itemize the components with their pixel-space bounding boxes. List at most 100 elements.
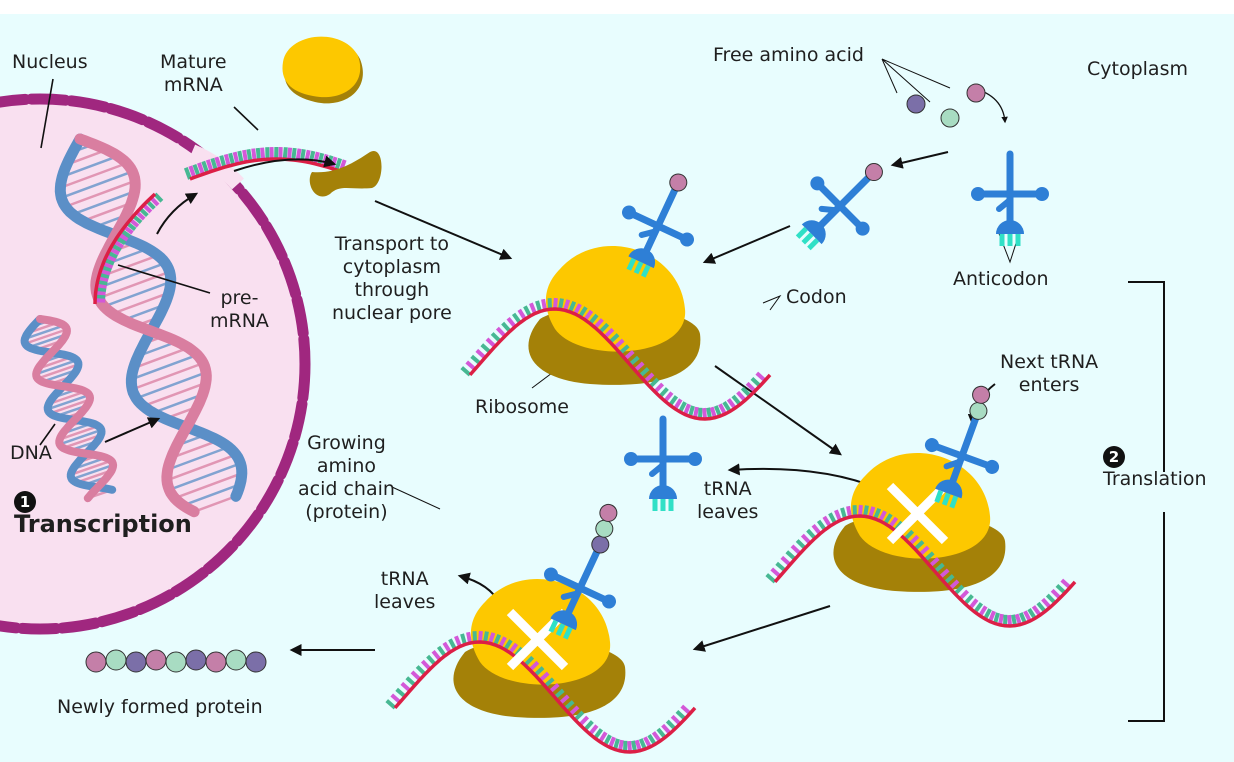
- nucleotide-base: [183, 167, 192, 180]
- nucleotide-base: [1055, 583, 1067, 595]
- arrow-trna-to-ribosome: [702, 225, 791, 264]
- free-amino-acid: [906, 94, 926, 114]
- label-line: mRNA: [163, 74, 223, 96]
- base-pair: [24, 324, 65, 341]
- step-transcription: 1 Transcription: [14, 490, 192, 536]
- nucleotide-base: [578, 306, 588, 318]
- label-line: Next tRNA: [1000, 351, 1099, 373]
- trna-stem: [563, 548, 601, 619]
- label-line: nuclear pore: [332, 302, 452, 324]
- nucleotide-base: [868, 506, 876, 518]
- exiting-trna-ghost: [886, 482, 949, 545]
- mrna-backbone: [393, 640, 697, 754]
- nucleotide-base: [205, 159, 214, 172]
- trna: [795, 163, 883, 251]
- trna-arm: [551, 572, 609, 604]
- nucleotide-base: [334, 157, 343, 171]
- label-line: Transport to: [334, 233, 450, 255]
- nucleotide-base: [1014, 613, 1022, 626]
- base-pair: [112, 291, 170, 315]
- nucleotide-base: [593, 728, 604, 740]
- nucleotide-base: [485, 337, 497, 348]
- nucleotide-base: [811, 523, 822, 536]
- label-line: pre-: [220, 287, 259, 309]
- nucleotide-base: [523, 305, 532, 318]
- nucleotide-base: [219, 155, 227, 168]
- base-pair: [49, 398, 91, 415]
- label-transport: Transport to cytoplasm through nuclear p…: [332, 233, 452, 325]
- label-line: tRNA: [380, 568, 429, 590]
- nucleotide-base: [460, 633, 467, 646]
- nucleotide-base: [1041, 597, 1052, 609]
- nucleotide-base: [1018, 612, 1027, 624]
- base-pair: [174, 472, 243, 500]
- dna-strand-blue: [20, 315, 117, 494]
- nucleotide-base: [282, 147, 288, 160]
- label-free-amino-acid: Free amino acid: [713, 44, 864, 66]
- nucleotide-base: [511, 312, 522, 324]
- anticodon-base: [795, 226, 808, 239]
- nucleotide-base: [287, 147, 293, 160]
- nucleotide-base: [528, 660, 540, 672]
- step-number-badge: 2: [1103, 446, 1125, 468]
- nucleotide-base: [426, 654, 437, 666]
- nucleotide-base: [321, 153, 329, 167]
- trna-variable-arm: [943, 458, 963, 470]
- nucleotide-base: [745, 381, 757, 393]
- base-pair: [65, 179, 136, 208]
- nucleotide-base: [573, 303, 582, 315]
- ribosome-complex: [460, 245, 772, 421]
- leader-pre-mrna: [117, 264, 211, 294]
- base-pair: [167, 445, 229, 471]
- label-line: acid chain: [298, 478, 395, 500]
- label-line: Mature: [160, 51, 227, 73]
- label-cytoplasm: Cytoplasm: [1087, 58, 1188, 80]
- base-pair: [59, 424, 99, 441]
- base-pair: [62, 433, 102, 450]
- leader-ribosome: [531, 372, 553, 389]
- anticodon-base: [626, 257, 637, 271]
- arrow-mature-to-pore: [233, 155, 337, 172]
- trna-anticodon-loop: [649, 485, 677, 499]
- nucleotide-base: [603, 327, 615, 339]
- nucleotide-base: [806, 528, 817, 540]
- nucleotide-base: [291, 147, 297, 161]
- arrow-ribosome-1-to-2: [714, 365, 842, 456]
- trna-anticodon-loop: [935, 479, 963, 499]
- trna: [543, 503, 618, 640]
- nucleotide-base: [883, 513, 893, 525]
- nucleotide-base: [661, 723, 672, 735]
- base-pair: [48, 390, 86, 406]
- nucleotide-base: [420, 659, 432, 671]
- amino-acid: [599, 503, 618, 522]
- nucleotide-base: [410, 670, 422, 681]
- leader-mature-mrna: [233, 106, 259, 131]
- nucleotide-base: [1007, 614, 1012, 627]
- trna-loop: [810, 176, 825, 191]
- base-pair: [97, 270, 171, 300]
- nucleotide-base: [480, 343, 492, 354]
- nucleotide-base: [583, 720, 594, 732]
- base-pair: [95, 261, 166, 290]
- nucleotide-base: [558, 298, 564, 310]
- nucleotide-base: [613, 338, 625, 349]
- label-ribosome: Ribosome: [475, 396, 569, 418]
- label-trna-leaves-bottom: tRNA leaves: [374, 568, 435, 614]
- nucleotide-base: [722, 401, 732, 413]
- protein-amino-acid: [125, 651, 147, 673]
- trna-anticodon-loop: [996, 220, 1024, 234]
- nucleotide-base: [873, 507, 882, 520]
- base-pair: [170, 439, 219, 460]
- nucleotide-base: [993, 612, 1000, 625]
- protein-amino-acid: [85, 651, 107, 673]
- nucleotide-base: [390, 693, 402, 704]
- trna-loop: [621, 205, 636, 220]
- protein-amino-acid: [245, 651, 267, 673]
- nucleotide-base: [192, 163, 201, 177]
- anticodon-base: [548, 619, 559, 633]
- nucleotide-base: [237, 150, 244, 164]
- trna-arm: [932, 442, 992, 470]
- anticodon-base: [1007, 234, 1013, 246]
- anticodon-base: [949, 495, 959, 509]
- nucleotide-base: [913, 540, 925, 551]
